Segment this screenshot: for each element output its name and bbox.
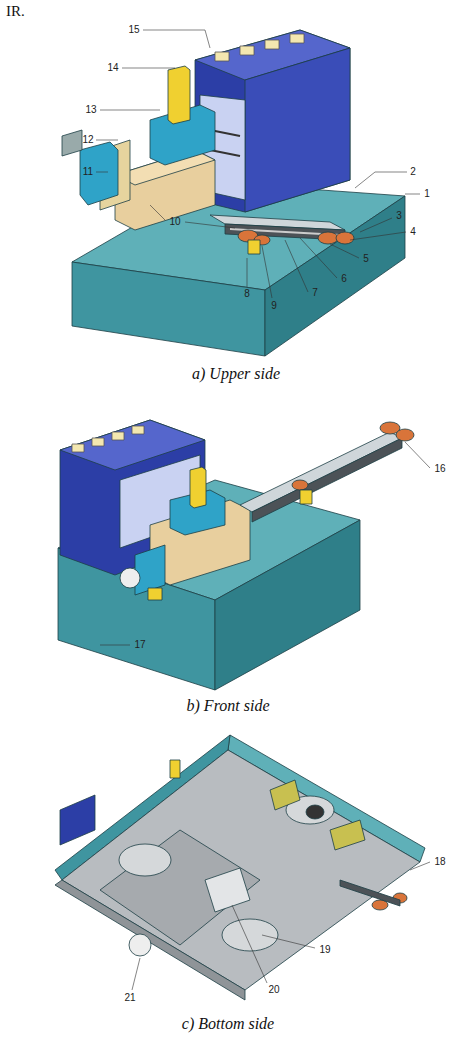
page-fragment: IR. xyxy=(6,4,25,19)
callout-number: 18 xyxy=(434,857,445,867)
callout-number: 11 xyxy=(83,167,93,177)
callout-number: 4 xyxy=(410,227,416,237)
callout-number: 19 xyxy=(319,945,330,955)
callout-number: 13 xyxy=(85,105,96,115)
callout-number: 17 xyxy=(134,640,145,650)
callout-number: 15 xyxy=(128,25,139,35)
callout-number: 1 xyxy=(424,189,430,199)
callout-number: 3 xyxy=(396,211,402,221)
callout-number: 14 xyxy=(107,63,118,73)
callout-number: 5 xyxy=(363,254,369,264)
figure-caption: b) Front side xyxy=(187,698,270,714)
callout-number: 10 xyxy=(169,217,180,227)
callout-number: 20 xyxy=(268,985,279,995)
callout-number: 12 xyxy=(82,135,93,145)
figure-caption: a) Upper side xyxy=(192,366,280,382)
callout-number: 7 xyxy=(312,288,318,298)
callout-number: 8 xyxy=(244,289,250,299)
callout-number: 21 xyxy=(124,993,135,1003)
callout-number: 2 xyxy=(410,167,416,177)
figure-caption: c) Bottom side xyxy=(182,1016,274,1032)
callout-number: 6 xyxy=(341,274,347,284)
callout-number: 16 xyxy=(434,464,445,474)
callout-number: 9 xyxy=(271,301,277,311)
